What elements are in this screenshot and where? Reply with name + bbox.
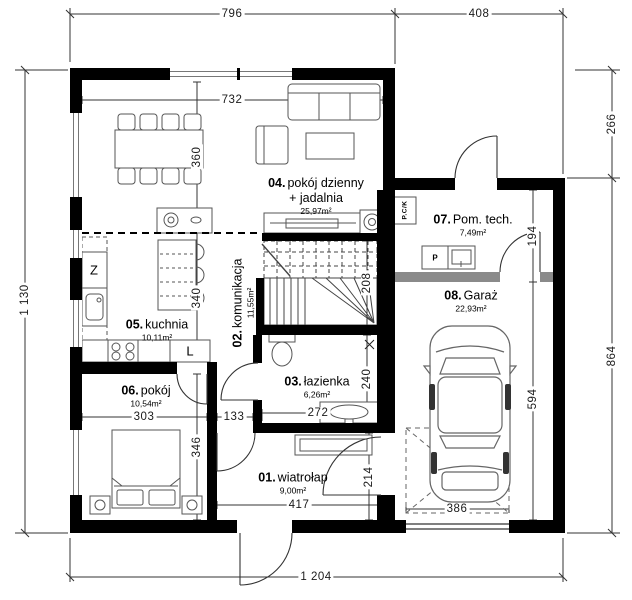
- dim-top-left: 796: [219, 8, 245, 20]
- dim-bottom: 1 204: [298, 571, 334, 583]
- dim-417: 417: [286, 499, 312, 511]
- garage-door: [406, 523, 509, 530]
- dim-346: 346: [191, 434, 203, 460]
- freezer-box: [81, 251, 108, 289]
- dim-340: 340: [191, 285, 203, 311]
- kitchen-lower-counter: [81, 339, 211, 363]
- tech-exterior-door: [454, 135, 498, 179]
- bed: [111, 429, 181, 509]
- walls: [70, 68, 565, 533]
- armchair: [255, 125, 289, 165]
- furniture: [81, 83, 476, 515]
- dim-208: 208: [361, 270, 373, 296]
- kitchen-counter: [81, 236, 108, 341]
- room-label-bathroom: 03.łazienka 6,26m²: [284, 374, 350, 400]
- dim-133: 133: [221, 411, 247, 423]
- nightstand-right: [181, 495, 203, 515]
- freezer-label: Z: [90, 262, 98, 278]
- dim-594: 594: [527, 386, 539, 412]
- kitchen-island: [157, 239, 205, 311]
- windows: [70, 68, 292, 495]
- vent-marker: [364, 339, 375, 350]
- staircase: [261, 240, 378, 326]
- wall-stairs-hall: [256, 278, 264, 325]
- coffee-table: [305, 132, 355, 160]
- dim-240: 240: [361, 366, 373, 392]
- dim-303: 303: [131, 411, 157, 423]
- room-label-tech: 07.Pom. tech. 7,49m²: [433, 212, 513, 238]
- hall-door: [216, 432, 256, 472]
- fridge-label: L: [186, 343, 194, 359]
- room-label-garage: 08.Garaż 22,93m²: [444, 288, 498, 314]
- front-door: [239, 532, 293, 586]
- dim-732: 732: [219, 94, 245, 106]
- room-label-vestibule: 01.wiatrołap 9,00m²: [258, 470, 328, 496]
- car: [422, 325, 518, 503]
- room6-door: [176, 373, 208, 405]
- wall-living-stairs: [262, 233, 383, 241]
- room-label-living: 04.pokój dzienny + jadalnia 25,97m²: [268, 176, 364, 216]
- washer-label: P: [432, 253, 438, 263]
- wall-bath-bottom: [255, 423, 383, 433]
- wheels: [429, 384, 511, 474]
- wall-tech-garage: [395, 272, 553, 282]
- toilet: [268, 332, 296, 367]
- room-label-kitchen: 05.kuchnia 10,11m²: [125, 317, 189, 343]
- dim-194: 194: [527, 223, 539, 249]
- wall-kitchen-room6: [82, 362, 177, 374]
- wardrobe: [294, 434, 373, 456]
- tv-sideboard: [263, 212, 363, 234]
- dining-table: [114, 113, 204, 185]
- dim-214: 214: [363, 464, 375, 490]
- dimension-lines: [15, 8, 620, 582]
- dim-right-upper: 266: [606, 111, 618, 137]
- dim-272: 272: [305, 407, 331, 419]
- dim-360: 360: [191, 144, 203, 170]
- doors: [176, 135, 541, 586]
- dim-top-right: 408: [466, 8, 492, 20]
- wall-room6-hall: [207, 374, 217, 520]
- dryer-box: [447, 245, 476, 270]
- wall-west-garage: [377, 190, 395, 433]
- garage-inner-door: [322, 436, 382, 496]
- stair-break-line: [261, 243, 291, 277]
- nightstand-left: [89, 495, 111, 515]
- bathroom-door: [220, 362, 259, 401]
- room-label-room6: 06.pokój 10,54m²: [121, 383, 171, 409]
- sofa: [287, 83, 381, 121]
- kitchen-peninsula: [156, 207, 213, 234]
- dim-386: 386: [444, 503, 470, 515]
- dim-right-lower: 864: [606, 343, 618, 369]
- wall-bath-top: [256, 325, 383, 335]
- hob: [111, 342, 135, 361]
- boiler-label: P.C/K: [401, 200, 409, 220]
- room-label-hall: 02.komunikacja 11,55m²: [230, 258, 256, 348]
- dim-left: 1 130: [19, 282, 31, 318]
